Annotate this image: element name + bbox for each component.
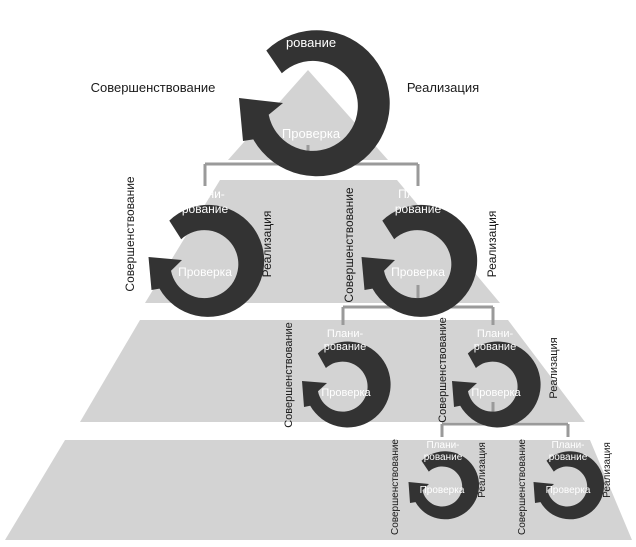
do-label: Реализация (548, 337, 560, 398)
cycle-ring (148, 204, 265, 317)
plan-label: Плани-рование (286, 18, 336, 50)
plan-label: Плани-рование (424, 440, 463, 463)
pdca-cycle-l1-left: Плани-рование Проверка Совершенствование… (123, 176, 274, 317)
pdca-cycle-l2-left: Плани-рование Проверка Совершенствование (283, 322, 391, 428)
check-label: Проверка (321, 387, 371, 399)
improve-label: Совершенствование (437, 317, 449, 423)
check-label: Проверка (391, 265, 445, 279)
check-label: Проверка (178, 265, 232, 279)
check-label: Проверка (546, 485, 591, 496)
do-label: Реализация (602, 442, 613, 498)
check-label: Проверка (420, 485, 465, 496)
improve-label: Совершенствование (390, 439, 401, 535)
pdca-cycle-l3-left: Плани-рование Проверка Совершенствование… (390, 439, 488, 535)
do-label: Реализация (407, 80, 479, 95)
pdca-cycle-l3-right: Плани-рование Проверка Совершенствование… (517, 439, 613, 535)
cycle-ring (408, 451, 480, 520)
plan-label: Плани-рование (549, 440, 588, 463)
improve-label: Совершенствование (283, 322, 295, 428)
pdca-cycle-l2-right: Плани-рование Проверка Совершенствование… (437, 317, 560, 428)
plan-label: Плани-рование (474, 328, 516, 353)
pdca-cycle-l1-right: Плани-рование Проверка Совершенствование… (342, 187, 499, 317)
check-label: Проверка (471, 387, 521, 399)
cycle-ring (302, 341, 391, 428)
plan-label: Плани-рование (395, 187, 442, 216)
cycle-ring (533, 451, 605, 520)
pyramid-tier-4 (5, 440, 632, 540)
cycle-ring (361, 204, 478, 317)
plan-label: Плани-рование (324, 328, 366, 353)
plan-label: Плани-рование (182, 187, 229, 216)
improve-label: Совершенствование (91, 80, 216, 95)
cycle-ring (239, 30, 390, 177)
improve-label: Совершенствование (342, 187, 356, 303)
pdca-cycle-top: Плани-рование Проверка Совершенствование… (91, 18, 479, 177)
check-label: Проверка (282, 126, 341, 141)
improve-label: Совершенствование (517, 439, 528, 535)
cycle-ring (452, 341, 541, 428)
improve-label: Совершенствование (123, 176, 137, 292)
do-label: Реализация (260, 211, 274, 278)
do-label: Реализация (477, 442, 488, 498)
do-label: Реализация (485, 211, 499, 278)
